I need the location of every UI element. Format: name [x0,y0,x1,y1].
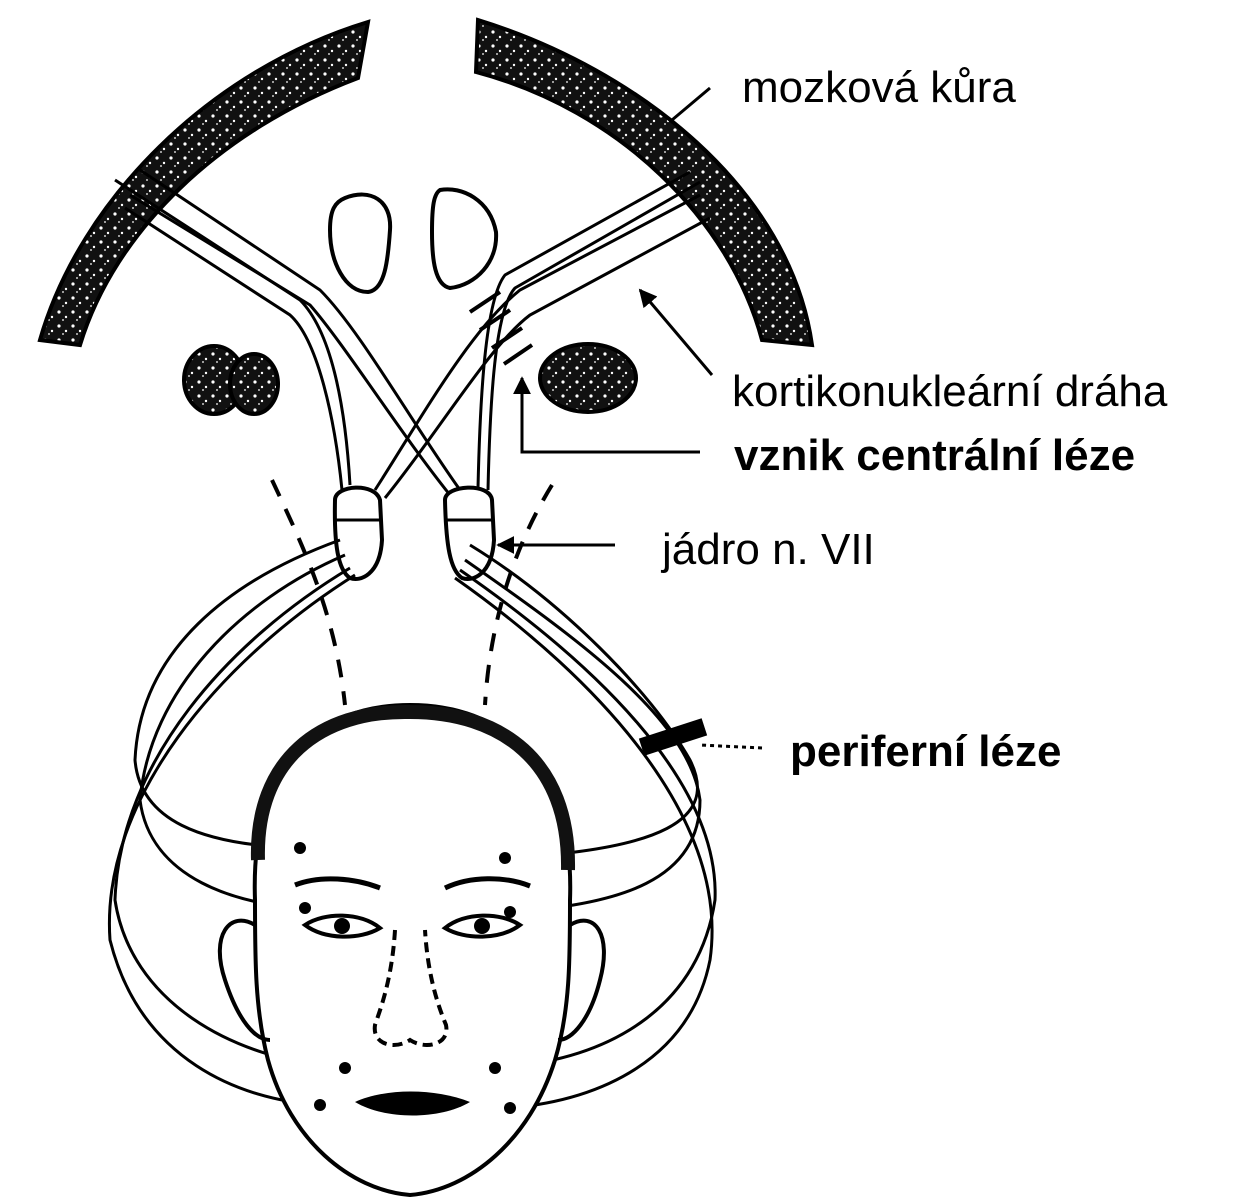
cortex-arc-left [40,22,368,345]
corticonuclear-tract-right [375,172,710,498]
corticonuclear-tract-left [115,170,460,495]
label-cortex: mozková kůra [742,66,1016,110]
facial-nucleus-right [445,488,494,579]
facial-nucleus-left [335,488,382,579]
label-corticonuclear-tract: kortikonukleární dráha [732,370,1167,414]
tract-arrow [640,290,712,375]
label-nucleus: jádro n. VII [662,528,875,572]
cortex-label-leader [672,88,710,120]
label-central-lesion: vznik centrální léze [734,434,1135,478]
peripheral-lesion-mark [639,718,707,756]
peripheral-lesion-leader [700,745,762,748]
left-ventricle [330,195,390,292]
right-basal-ganglia [540,344,636,412]
left-basal-ganglia [184,346,278,414]
right-ventricle [432,189,496,288]
label-peripheral-lesion: periferní léze [790,730,1061,774]
face [220,705,604,1195]
